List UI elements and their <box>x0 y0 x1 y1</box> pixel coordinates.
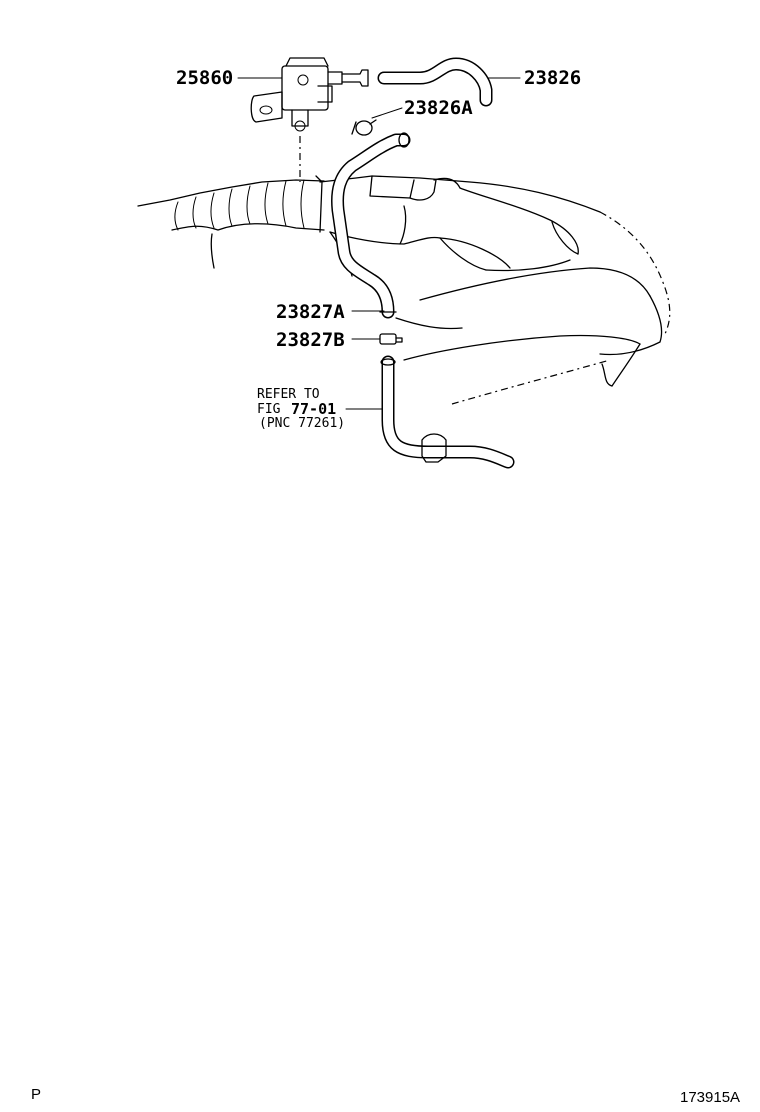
ref-line-2-fig: 77-01 <box>291 400 336 418</box>
ref-line-3: (PNC 77261) <box>259 416 345 431</box>
clamp-23826a-shape <box>351 119 377 136</box>
label-23826a: 23826A <box>404 97 473 119</box>
clamp-23827b-shape <box>379 333 403 345</box>
footer-illustration-number: 173915A <box>680 1089 741 1106</box>
ref-line-2-prefix: FIG <box>257 402 281 417</box>
vapor-pipe-shape <box>380 355 515 469</box>
intake-manifold-drawing <box>137 175 671 405</box>
label-25860: 25860 <box>176 67 233 89</box>
ref-line-1: REFER TO <box>257 387 320 402</box>
vsv-25860-shape <box>250 57 369 132</box>
leader-23826a <box>371 107 403 119</box>
label-23826: 23826 <box>524 67 581 89</box>
hose-23826-shape <box>377 57 493 107</box>
footer-left-code: P <box>31 1086 42 1103</box>
label-23827a: 23827A <box>276 301 345 323</box>
label-23827b: 23827B <box>276 329 345 351</box>
hose-23827a-shape <box>331 132 411 319</box>
